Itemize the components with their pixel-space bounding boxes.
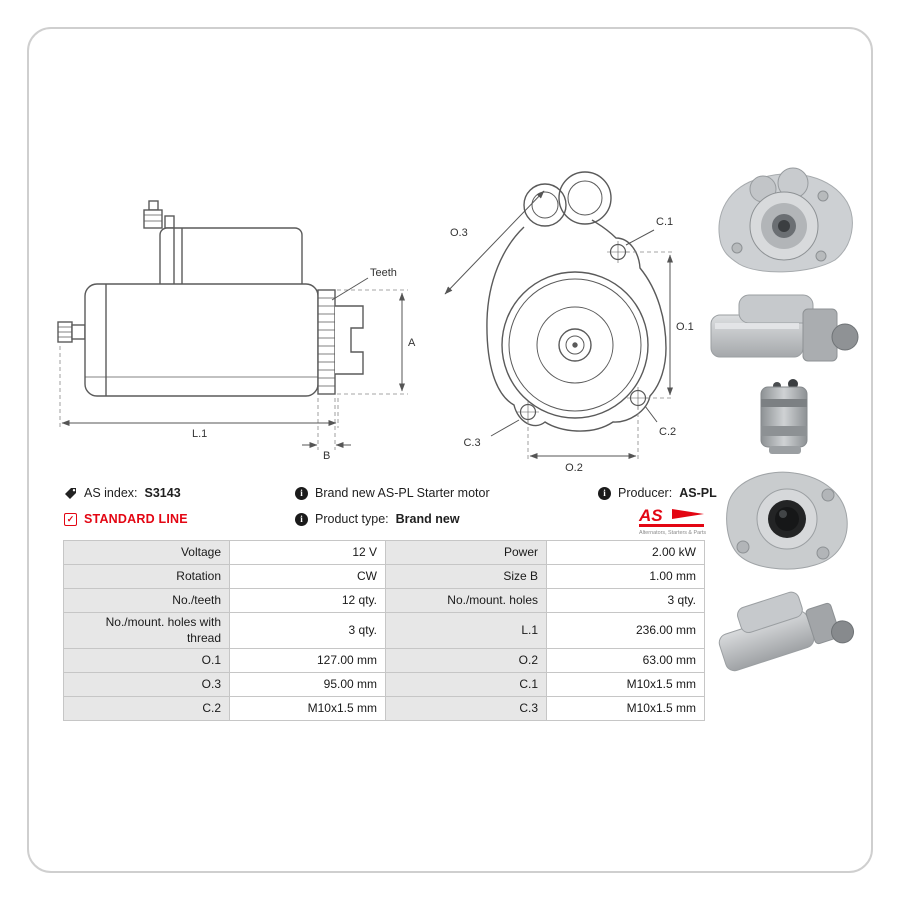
- spec-cell-label: O.2: [386, 649, 546, 673]
- product-photo-solenoid: [760, 379, 808, 454]
- spec-cell-value: M10x1.5 mm: [547, 697, 704, 721]
- dim-label-a: A: [408, 337, 416, 349]
- dim-label-c1: C.1: [656, 216, 673, 228]
- dim-label-b: B: [323, 450, 330, 460]
- checkbox-check-icon: ✓: [64, 512, 77, 526]
- info-icon: i: [295, 512, 308, 526]
- producer-label: Producer:: [618, 486, 673, 500]
- as-index-value: S3143: [144, 486, 181, 500]
- card-border: [27, 27, 873, 873]
- spec-cell-label: Voltage: [64, 541, 229, 564]
- spec-cell-label: O.3: [64, 673, 229, 697]
- spec-cell-label: Size B: [386, 565, 546, 588]
- spec-cell-label: No./mount. holes with thread: [64, 613, 229, 649]
- logo-arrow-icon: [672, 509, 704, 519]
- product-photo-side-view: [710, 294, 859, 362]
- logo-text: AS: [638, 506, 663, 525]
- product-photos: [698, 164, 870, 683]
- spec-cell-value: 3 qty.: [547, 589, 704, 612]
- producer-block: i Producer: AS-PL AS Alternators, Starte…: [598, 483, 717, 539]
- spec-cell-value: 3 qty.: [230, 613, 385, 649]
- spec-cell-label: L.1: [386, 613, 546, 649]
- standard-line-label: STANDARD LINE: [84, 512, 188, 526]
- spec-cell-label: Rotation: [64, 565, 229, 588]
- spec-cell-label: No./mount. holes: [386, 589, 546, 612]
- starter-side-outline: [57, 200, 364, 397]
- spec-cell-label: No./teeth: [64, 589, 229, 612]
- dimension-lines: [444, 190, 673, 459]
- product-type-value: Brand new: [395, 512, 460, 526]
- standard-line-row: ✓ STANDARD LINE: [64, 509, 188, 529]
- index-block: AS index: S3143 ✓ STANDARD LINE: [64, 483, 188, 529]
- as-index-row: AS index: S3143: [64, 483, 188, 503]
- spec-cell-label: C.2: [64, 697, 229, 721]
- spec-cell-label: C.1: [386, 673, 546, 697]
- side-view-drawing: Teeth A L.1 B: [57, 200, 416, 460]
- spec-cell-value: 95.00 mm: [230, 673, 385, 697]
- product-type-row: i Product type: Brand new: [295, 509, 490, 529]
- spec-cell-value: 12 qty.: [230, 589, 385, 612]
- product-photo-angled-view: [718, 591, 855, 672]
- spec-cell-value: 63.00 mm: [547, 649, 704, 673]
- dim-label-c2: C.2: [659, 426, 676, 438]
- product-type-label: Product type:: [315, 512, 389, 526]
- tag-icon: [65, 487, 76, 499]
- dim-label-o1: O.1: [676, 321, 694, 333]
- dim-label-o2: O.2: [565, 462, 583, 474]
- spec-cell-value: 2.00 kW: [547, 541, 704, 564]
- front-view-drawing: O.3 O.1 O.2 C.1 C.2 C.3: [444, 171, 694, 474]
- dim-label-o3: O.3: [450, 227, 468, 239]
- mount-holes: [517, 241, 649, 423]
- teeth-label: Teeth: [370, 267, 397, 279]
- description-row: i Brand new AS-PL Starter motor: [295, 483, 490, 503]
- logo-tagline: Alternators, Starters & Parts: [639, 530, 706, 536]
- spec-cell-value: 12 V: [230, 541, 385, 564]
- description-block: i Brand new AS-PL Starter motor i Produc…: [295, 483, 490, 529]
- as-pl-logo: AS Alternators, Starters & Parts: [638, 506, 717, 539]
- producer-row: i Producer: AS-PL: [598, 483, 717, 503]
- spec-cell-value: M10x1.5 mm: [547, 673, 704, 697]
- product-photo-flange-view: [718, 167, 853, 273]
- extension-lines: [59, 289, 408, 450]
- spec-cell-value: 1.00 mm: [547, 565, 704, 588]
- spec-cell-value: 236.00 mm: [547, 613, 704, 649]
- spec-cell-value: M10x1.5 mm: [230, 697, 385, 721]
- dim-label-l1: L.1: [192, 428, 207, 440]
- spec-cell-label: C.3: [386, 697, 546, 721]
- info-icon: i: [295, 486, 308, 500]
- spec-cell-label: O.1: [64, 649, 229, 673]
- dimension-lines: [61, 277, 405, 448]
- spec-table: Voltage 12 V Power 2.00 kW Rotation CW S…: [63, 540, 705, 722]
- spec-cell-value: 127.00 mm: [230, 649, 385, 673]
- dim-label-c3: C.3: [463, 437, 480, 449]
- product-description: Brand new AS-PL Starter motor: [315, 486, 490, 500]
- spec-cell-value: CW: [230, 565, 385, 588]
- flange-outline: [486, 171, 667, 432]
- product-photo-rear-view: [726, 471, 848, 570]
- spec-cell-label: Power: [386, 541, 546, 564]
- producer-value: AS-PL: [679, 486, 717, 500]
- info-icon: i: [598, 486, 611, 500]
- as-index-label: AS index:: [84, 486, 138, 500]
- extension-lines: [527, 251, 674, 460]
